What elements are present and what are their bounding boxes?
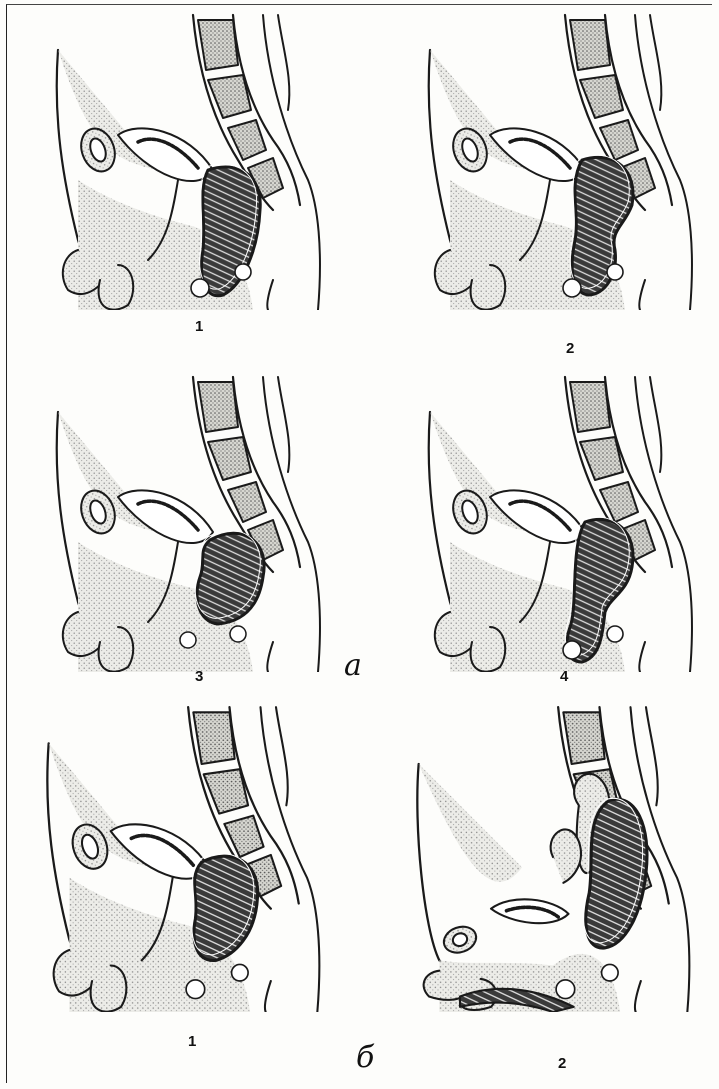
panel-b1-number: 1 (188, 1033, 196, 1050)
panel-a3-pelvis-diagram (38, 372, 338, 672)
panel-a3-number: 3 (195, 668, 203, 685)
panel-b2-pelvis-diagram (398, 702, 708, 1012)
panel-a2-pelvis-diagram (410, 10, 710, 310)
panel-b2-number: 2 (558, 1055, 566, 1072)
panel-a4-pelvis-diagram (410, 372, 710, 672)
panel-a4-number: 4 (560, 668, 568, 685)
group-b-label: б (356, 1040, 374, 1075)
panel-a1-pelvis-diagram (38, 10, 338, 310)
panel-a1-number: 1 (195, 318, 203, 335)
panel-b1-pelvis-diagram (28, 702, 338, 1012)
panel-a2-number: 2 (566, 340, 574, 357)
group-a-label: а (344, 648, 362, 683)
